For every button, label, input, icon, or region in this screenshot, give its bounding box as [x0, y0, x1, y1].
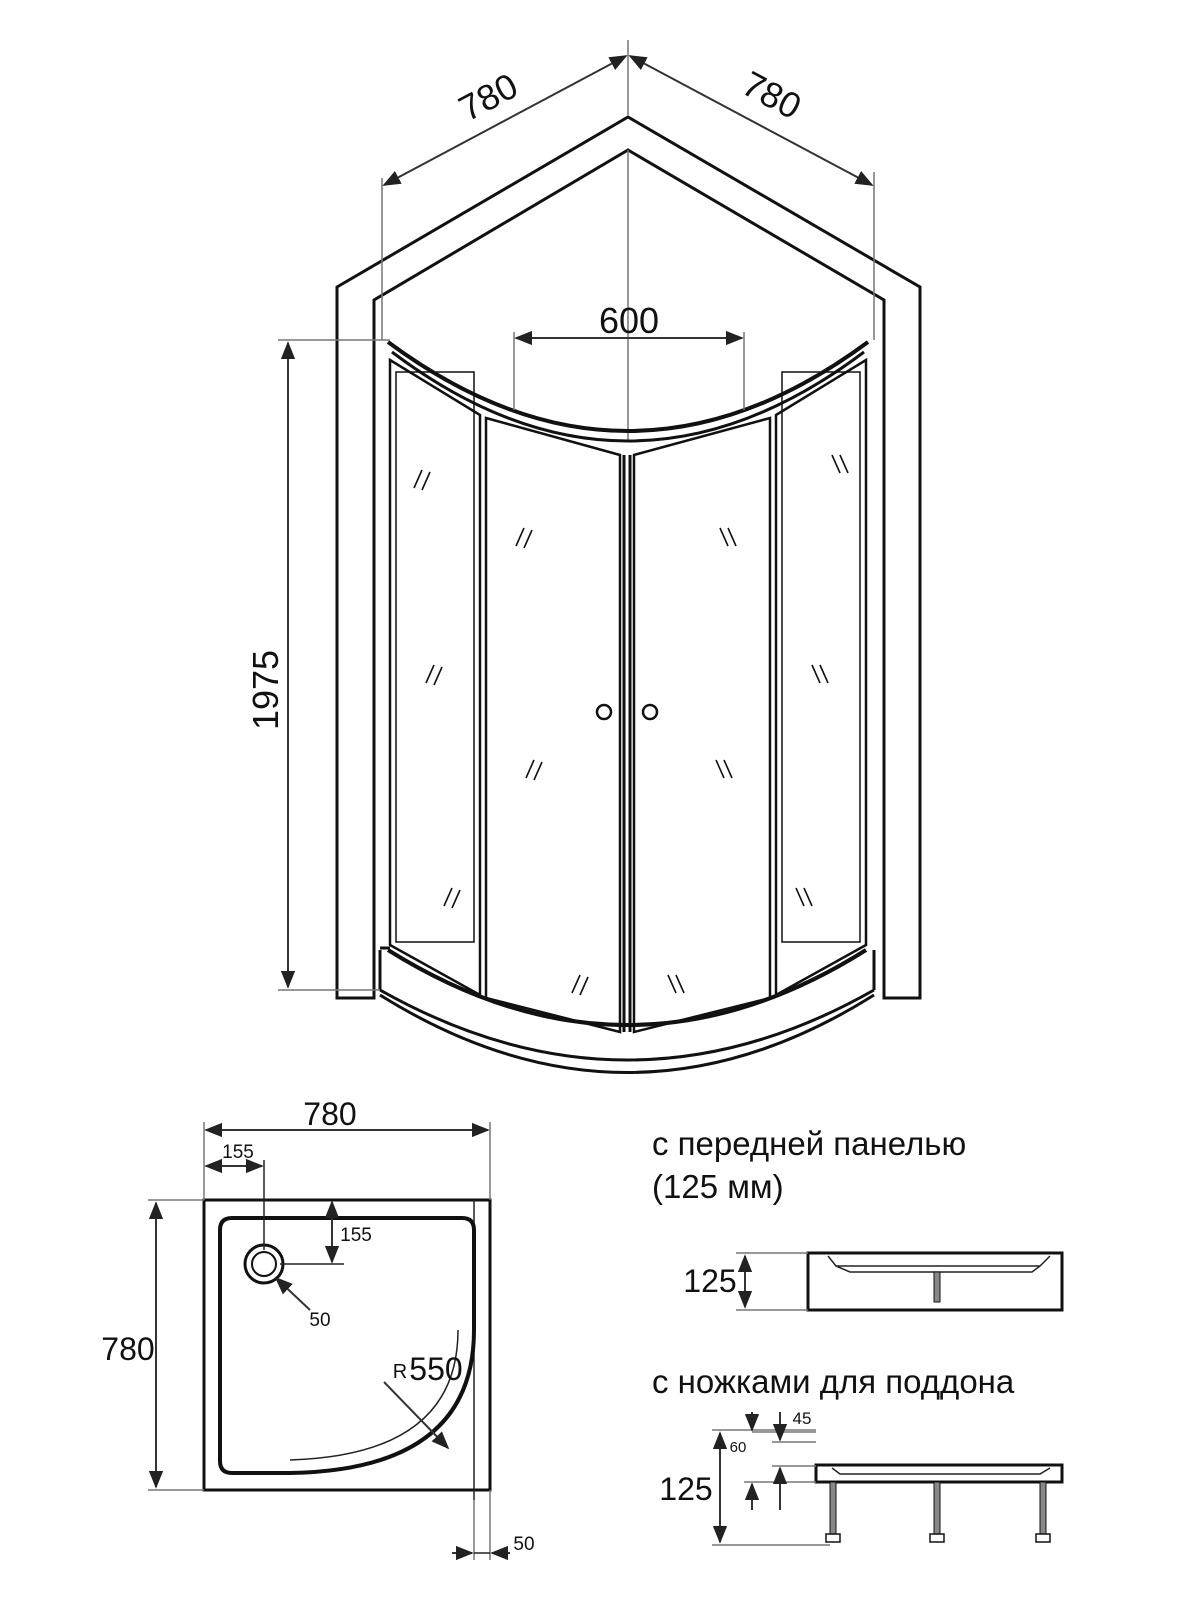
legs-dim-125: 125 — [659, 1429, 830, 1546]
door-handle-left-icon — [595, 703, 613, 721]
tray-dim-780-width: 780 — [203, 1096, 491, 1200]
front-panel-tray-profile — [806, 1251, 1064, 1312]
front-panel-caption-line2: (125 мм) — [652, 1168, 784, 1205]
drain-offset-x-label: 155 — [222, 1142, 254, 1163]
tray-width-label: 780 — [303, 1096, 356, 1132]
door-handle-right-icon — [641, 703, 659, 721]
bottom-rail — [386, 948, 868, 1027]
radius-prefix-label: R — [393, 1361, 407, 1383]
front-panel-support-leg — [933, 1271, 941, 1303]
tray-dim-50-rim: 50 — [452, 1490, 535, 1561]
option-legs: с ножками для поддона 125 60 — [652, 1363, 1064, 1546]
front-panel-tray-bowl — [835, 1265, 1041, 1273]
enclosure-elevation: 780 780 600 1975 — [245, 40, 922, 1074]
tray-dim-155-x: 155 — [204, 1142, 265, 1250]
front-panel-dim-125: 125 — [683, 1252, 808, 1311]
tray-plan-view: 780 780 155 155 50 R 550 — [101, 1096, 535, 1561]
tray-depth-label: 780 — [101, 1331, 154, 1367]
tray-dim-radius: R 550 — [383, 1351, 463, 1450]
tray-inner-bowl — [218, 1216, 476, 1475]
dim-1975: 1975 — [245, 339, 390, 991]
dim-600: 600 — [513, 300, 745, 410]
tray-dim-780-depth: 780 — [101, 1199, 204, 1491]
legs-height-label: 125 — [659, 1471, 712, 1507]
dim-780-left-label: 780 — [452, 65, 524, 129]
tray-legs — [825, 1481, 1051, 1543]
legs-caption: с ножками для поддона — [652, 1363, 1015, 1400]
sliding-door-right — [632, 416, 772, 1034]
top-rail-inner — [391, 350, 865, 443]
rim-width-label: 50 — [513, 1534, 534, 1555]
dim-600-label: 600 — [599, 300, 659, 341]
radius-value-label: 550 — [409, 1351, 462, 1387]
fixed-panel-left — [388, 357, 482, 998]
dim-1975-label: 1975 — [245, 650, 286, 730]
legs-45-label: 45 — [793, 1409, 812, 1428]
tray-front-bottom — [379, 993, 875, 1074]
fixed-panel-right — [774, 357, 868, 998]
sliding-door-left — [484, 416, 622, 1034]
drain-offset-y-label: 155 — [340, 1225, 372, 1246]
glass-reflection-marks — [413, 454, 849, 996]
option-front-panel: с передней панелью (125 мм) 125 — [652, 1125, 1064, 1312]
front-panel-tray-top — [827, 1255, 1051, 1267]
fixed-panel-left-inner — [395, 371, 475, 943]
fixed-panel-right-inner — [781, 371, 861, 943]
tray-front-top — [379, 988, 875, 1062]
tray-inner-curve — [289, 1329, 459, 1461]
legs-60-label: 60 — [730, 1439, 747, 1456]
legs-tray-profile — [814, 1463, 1064, 1484]
glass-panels — [388, 357, 868, 1034]
legs-tray-bowl — [831, 1467, 1051, 1475]
drain-inner-icon — [251, 1251, 277, 1277]
drain-diameter-label: 50 — [309, 1310, 330, 1331]
tray-dim-50-drain: 50 — [274, 1276, 331, 1331]
front-panel-height-label: 125 — [683, 1263, 736, 1299]
tray-dim-155-y: 155 — [280, 1200, 372, 1265]
legs-dim-45: 45 — [772, 1409, 816, 1510]
top-rail — [386, 340, 870, 433]
front-panel-caption-line1: с передней панелью — [652, 1125, 966, 1162]
